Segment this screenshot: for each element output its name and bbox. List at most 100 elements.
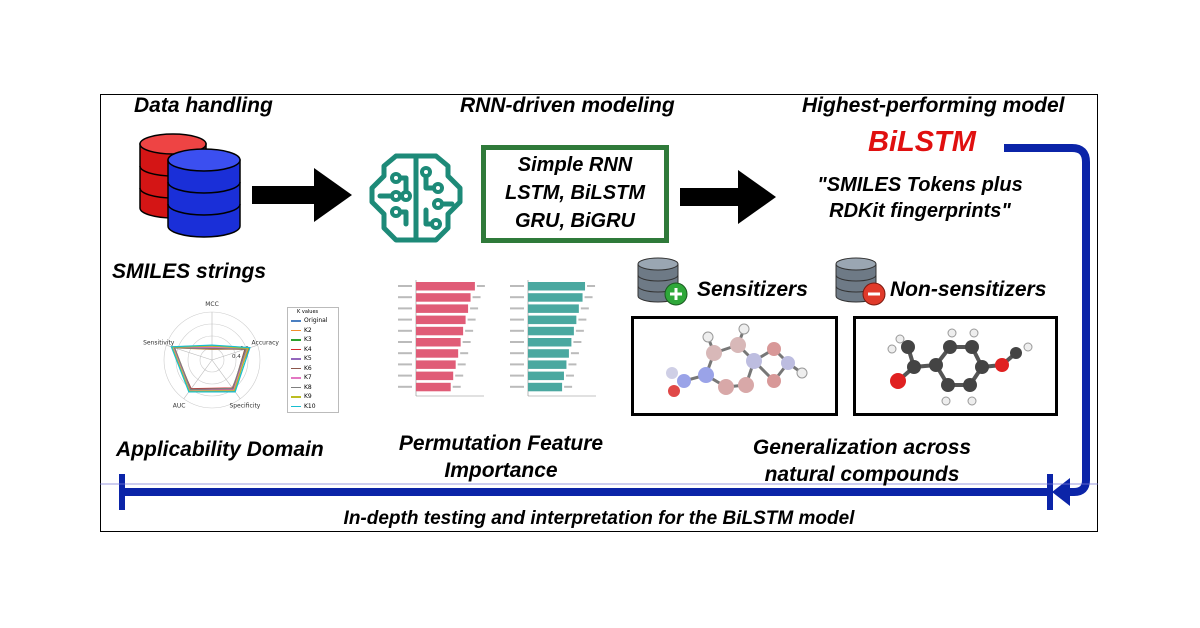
legend-item: K4: [291, 345, 327, 355]
sensitizer-molecule-box: [631, 316, 838, 416]
radar-series-line: [173, 347, 248, 391]
legend-label: K6: [304, 364, 312, 372]
importance-bar: [528, 326, 574, 336]
radar-series-line: [170, 344, 251, 393]
importance-feature-label: [510, 374, 524, 377]
legend-swatch: [291, 386, 301, 388]
non-sensitizer-molecule-box: [853, 316, 1058, 416]
importance-bar: [416, 326, 464, 336]
legend-swatch: [291, 348, 301, 350]
legend-swatch: [291, 339, 301, 341]
importance-feature-label: [510, 385, 524, 388]
radar-axis-label: AUC: [173, 402, 186, 409]
importance-feature-label: [398, 341, 412, 343]
radar-ring-label: 0.4: [232, 354, 241, 360]
importance-feature-label: [510, 352, 524, 355]
legend-title: K values: [297, 309, 319, 315]
importance-feature-label: [398, 307, 412, 310]
radar-axis-label: Specificity: [229, 402, 260, 409]
importance-bar: [416, 371, 454, 381]
importance-bar: [528, 382, 563, 392]
legend-label: Original: [304, 317, 328, 325]
legend-item: K8: [291, 383, 327, 393]
importance-value-label: [462, 341, 471, 343]
legend-label: K2: [304, 326, 312, 334]
model-item: GRU, BiGRU: [515, 210, 635, 232]
importance-value-label: [452, 385, 461, 388]
legend-swatch: [291, 396, 301, 398]
importance-feature-label: [398, 385, 412, 388]
legend-label: K10: [304, 402, 316, 410]
importance-value-label: [564, 385, 573, 388]
importance-bar: [528, 360, 567, 369]
non-sensitizers-label: Non-sensitizers: [890, 278, 1047, 301]
smiles-strings-label: SMILES strings: [112, 260, 267, 283]
legend-swatch: [291, 367, 301, 369]
importance-feature-label: [398, 363, 412, 366]
importance-chart-right: [510, 280, 596, 397]
sensitizers-label: Sensitizers: [697, 278, 808, 301]
importance-feature-label: [510, 307, 524, 310]
data-handling-heading: Data handling: [134, 94, 273, 117]
importance-value-label: [568, 363, 577, 366]
importance-feature-label: [510, 285, 524, 287]
importance-feature-label: [510, 329, 524, 332]
importance-feature-label: [510, 341, 524, 343]
legend-item: K10: [291, 402, 327, 412]
best-model-heading: Highest-performing model: [802, 94, 1065, 117]
database-icon: [139, 133, 241, 238]
importance-bar: [416, 349, 459, 358]
database-remove-icon: [835, 257, 886, 306]
arrow-right-icon: [680, 170, 776, 224]
importance-feature-label: [398, 374, 412, 377]
importance-bar: [416, 360, 456, 369]
legend-item: K5: [291, 354, 327, 364]
radar-axis-label: Accuracy: [252, 340, 280, 347]
radar-chart: MCCAccuracySpecificityAUCSensitivity0.60…: [143, 301, 280, 409]
importance-value-label: [584, 296, 593, 299]
importance-value-label: [573, 341, 582, 343]
legend-label: K5: [304, 355, 312, 363]
importance-value-label: [472, 296, 481, 299]
importance-bar: [528, 371, 564, 381]
radar-axis-label: Sensitivity: [143, 340, 175, 347]
importance-value-label: [467, 318, 476, 321]
importance-bar: [528, 338, 572, 347]
importance-feature-label: [510, 296, 524, 299]
importance-chart-left: [398, 280, 485, 397]
legend-swatch: [291, 358, 301, 360]
applicability-domain-label: Applicability Domain: [116, 438, 324, 461]
importance-bar: [416, 338, 461, 347]
importance-bar: [416, 315, 466, 325]
sensitizer-molecule-image: [666, 323, 808, 397]
importance-feature-label: [398, 318, 412, 321]
ai-brain-icon: [369, 153, 463, 243]
importance-feature-label: [510, 363, 524, 366]
legend-item: Original: [291, 316, 327, 326]
legend-swatch: [291, 320, 301, 322]
importance-bar: [528, 304, 579, 313]
importance-feature-label: [398, 285, 412, 287]
importance-value-label: [578, 318, 587, 321]
legend-item: K7: [291, 373, 327, 383]
bottom-caption: In-depth testing and interpretation for …: [343, 508, 855, 529]
importance-bar: [416, 382, 451, 392]
importance-value-label: [457, 363, 466, 366]
model-item: Simple RNN: [517, 154, 633, 176]
non-sensitizer-molecule-image: [887, 328, 1033, 406]
importance-value-label: [455, 374, 464, 377]
legend-item: K2: [291, 326, 327, 336]
importance-bar: [416, 293, 471, 302]
legend-item: K3: [291, 335, 327, 345]
radar-series-line: [171, 345, 249, 392]
legend-label: K7: [304, 374, 312, 382]
importance-value-label: [565, 374, 574, 377]
legend-item: K6: [291, 364, 327, 374]
importance-value-label: [587, 285, 596, 287]
generalization-label: Generalization across natural compounds: [752, 436, 972, 486]
importance-bar: [416, 304, 469, 313]
model-item: LSTM, BiLSTM: [505, 182, 645, 204]
importance-value-label: [570, 352, 579, 355]
